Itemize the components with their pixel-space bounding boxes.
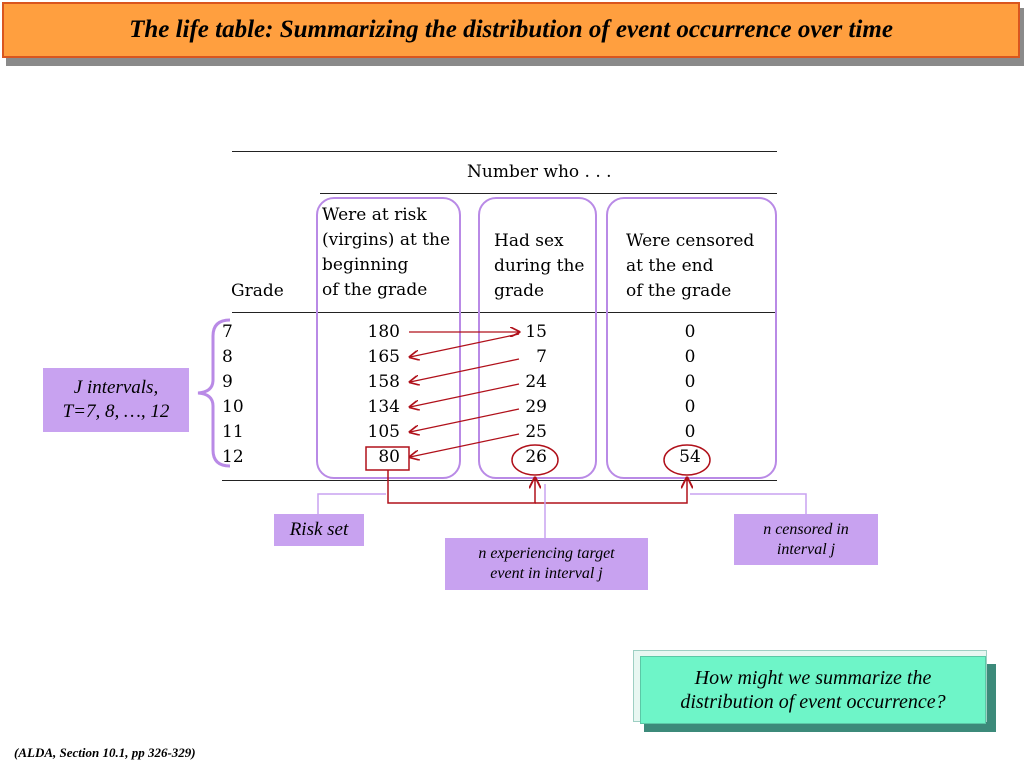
censored-cell: 0 xyxy=(684,322,696,342)
sex-cell: 7 xyxy=(536,347,547,367)
question-line: distribution of event occurrence? xyxy=(680,691,946,713)
arrow-event-to-risk xyxy=(410,408,520,432)
censored-header-line: Were censored xyxy=(626,231,755,251)
censored-leader xyxy=(690,493,807,514)
censored-cell: 0 xyxy=(684,372,696,392)
risk-header-line: Were at risk xyxy=(322,205,427,225)
censored-header-line: of the grade xyxy=(626,281,732,301)
table-bottom-rule xyxy=(222,480,777,481)
group-header: Number who . . . xyxy=(467,162,612,182)
censored-highlight xyxy=(663,444,711,476)
sex-header-line: during the xyxy=(494,256,585,276)
group-header-rule xyxy=(320,193,777,194)
sex-column: 15 7 24 29 25 26 xyxy=(515,320,547,470)
arrow-event-to-risk xyxy=(410,383,520,407)
risk-header: Were at risk (virgins) at the beginning … xyxy=(322,203,450,303)
event-connector xyxy=(387,470,535,504)
censored-label: n censored in interval j xyxy=(734,514,878,565)
risk-header-line: beginning xyxy=(322,255,409,275)
censored-label-line: n censored in xyxy=(763,520,849,538)
table-top-rule xyxy=(232,151,777,152)
arrow-event-to-risk xyxy=(410,358,520,382)
risk-cell: 105 xyxy=(367,422,400,442)
event-label-line: n experiencing target xyxy=(478,545,615,562)
sex-cell: 26 xyxy=(525,447,547,467)
sex-header-line: Had sex xyxy=(494,231,564,251)
citation: (ALDA, Section 10.1, pp 326-329) xyxy=(14,745,196,760)
risk-cell: 165 xyxy=(367,347,400,367)
risk-cell: 158 xyxy=(367,372,400,392)
grade-cell: 11 xyxy=(222,422,244,442)
arrow-event-to-risk xyxy=(410,433,520,457)
event-label: n experiencing target event in interval … xyxy=(445,538,648,590)
sex-cell: 29 xyxy=(525,397,547,417)
arrow-event-to-risk xyxy=(410,333,520,357)
censored-column: 0 0 0 0 0 54 xyxy=(676,320,704,470)
censored-cell: 0 xyxy=(684,397,696,417)
grade-cell: 10 xyxy=(222,397,244,417)
risk-cell: 80 xyxy=(378,447,400,467)
risk-cell: 180 xyxy=(367,322,400,342)
sex-cell: 15 xyxy=(525,322,547,342)
sex-cell: 25 xyxy=(525,422,547,442)
grade-cell: 7 xyxy=(222,322,233,342)
grade-column: 7 8 9 10 11 12 xyxy=(222,320,262,470)
censored-cell: 0 xyxy=(684,422,696,442)
censored-header-line: at the end xyxy=(626,256,714,276)
sex-header-line: grade xyxy=(494,281,545,301)
sex-cell: 24 xyxy=(525,372,547,392)
risk-set-label: Risk set xyxy=(274,514,364,546)
risk-set-highlight xyxy=(365,446,410,471)
risk-header-line: (virgins) at the xyxy=(322,230,451,250)
grade-cell: 8 xyxy=(222,347,233,367)
interval-brace xyxy=(197,318,231,468)
event-highlight xyxy=(511,444,559,476)
risk-set-leader xyxy=(317,493,386,514)
grade-cell: 12 xyxy=(222,447,244,467)
grade-header: Grade xyxy=(231,281,284,301)
censored-label-line: interval j xyxy=(776,540,836,558)
risk-column: 180 165 158 134 105 80 xyxy=(352,320,400,470)
title-bar: The life table: Summarizing the distribu… xyxy=(2,2,1020,58)
event-label-line: event in interval j xyxy=(490,565,603,582)
j-intervals-line: T=7, 8, …, 12 xyxy=(62,401,170,422)
header-bottom-rule xyxy=(232,312,777,313)
censored-connector xyxy=(535,478,687,504)
question-line: How might we summarize the xyxy=(694,667,932,689)
question-box: How might we summarize the distribution … xyxy=(640,656,986,724)
censored-cell: 0 xyxy=(684,347,696,367)
sex-header: Had sex during the grade xyxy=(494,229,584,304)
slide-title: The life table: Summarizing the distribu… xyxy=(129,16,893,43)
risk-header-line: of the grade xyxy=(322,280,428,300)
censored-header: Were censored at the end of the grade xyxy=(626,229,754,304)
j-intervals-line: J intervals, xyxy=(73,377,159,399)
risk-cell: 134 xyxy=(367,397,400,417)
censored-cell: 54 xyxy=(679,447,701,467)
grade-cell: 9 xyxy=(222,372,233,392)
j-intervals-label: J intervals, T=7, 8, …, 12 xyxy=(43,368,189,432)
